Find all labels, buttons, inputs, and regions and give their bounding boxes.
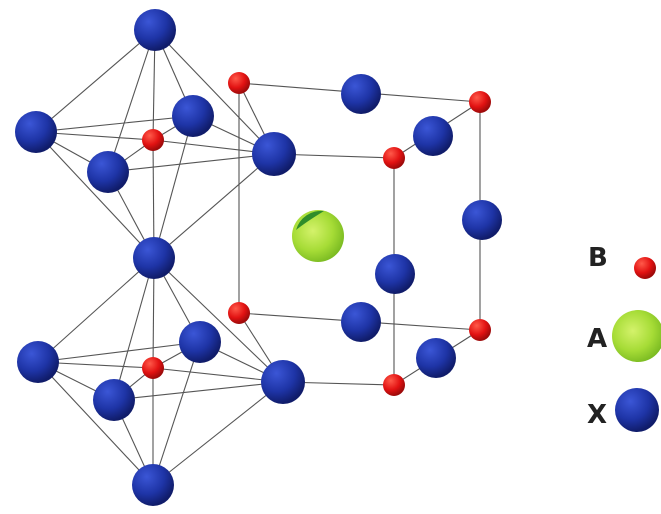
- x-atom: [17, 341, 59, 383]
- x-atom: [375, 254, 415, 294]
- b-atom: [469, 91, 491, 113]
- bond-line: [35, 29, 156, 133]
- x-atom: [15, 111, 57, 153]
- b-atom: [228, 302, 250, 324]
- b-atom: [142, 129, 164, 151]
- x-atom: [261, 360, 305, 404]
- legend-swatches: [612, 257, 661, 432]
- bond-line: [107, 29, 156, 173]
- bond-line: [154, 29, 275, 155]
- bond-line: [37, 361, 154, 486]
- x-atom: [413, 116, 453, 156]
- bond-line: [37, 341, 201, 363]
- x-atom: [462, 200, 502, 240]
- bond-line: [107, 153, 275, 173]
- x-atom: [416, 338, 456, 378]
- bond-line: [153, 257, 284, 383]
- legend-label-x: X: [587, 400, 608, 430]
- x-atom: [132, 464, 174, 506]
- bond-line: [152, 381, 284, 486]
- bond-line: [152, 341, 201, 486]
- b-atom: [142, 357, 164, 379]
- bond-line: [35, 115, 194, 133]
- b-atom: [383, 374, 405, 396]
- bond-line: [113, 381, 284, 401]
- x-atom: [134, 9, 176, 51]
- x-atom: [133, 237, 175, 279]
- legend-swatch-x: [615, 388, 659, 432]
- x-atom: [87, 151, 129, 193]
- x-atom: [179, 321, 221, 363]
- bond-line: [153, 115, 194, 259]
- x-atom: [172, 95, 214, 137]
- x-atom: [341, 74, 381, 114]
- a-atom-shade: [296, 210, 324, 230]
- legend-swatch-a: [612, 310, 661, 362]
- b-atom: [383, 147, 405, 169]
- a-atom: [292, 210, 344, 262]
- legend-label-b: B: [588, 243, 608, 273]
- b-atom: [469, 319, 491, 341]
- bond-line: [153, 153, 275, 259]
- bond-line: [113, 257, 155, 401]
- atoms: [15, 9, 502, 506]
- legend-label-a: A: [587, 324, 608, 354]
- legend-swatch-b: [634, 257, 656, 279]
- x-atom: [341, 302, 381, 342]
- b-atom: [228, 72, 250, 94]
- x-atom: [93, 379, 135, 421]
- bond-line: [35, 131, 155, 259]
- bond-line: [37, 257, 155, 363]
- x-atom: [252, 132, 296, 176]
